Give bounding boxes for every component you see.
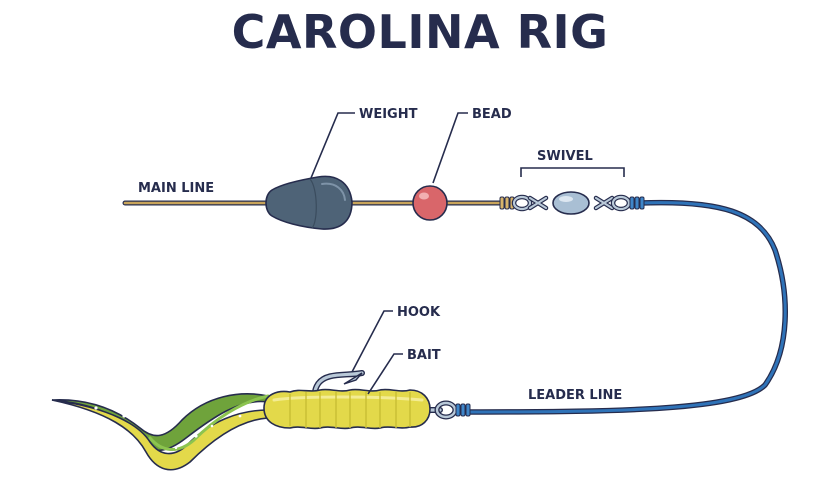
leader-line-label: LEADER LINE (528, 388, 622, 403)
leader-line (467, 199, 788, 415)
bead-label: BEAD (472, 107, 512, 122)
bead (412, 185, 448, 221)
weight (265, 175, 353, 230)
bead-callout (432, 112, 468, 184)
hook-eye (434, 400, 471, 420)
main-line-label: MAIN LINE (138, 181, 214, 196)
bait-label: BAIT (407, 348, 441, 363)
hook-label: HOOK (397, 305, 441, 320)
swivel-label: SWIVEL (537, 149, 593, 164)
bait-callout (367, 353, 403, 395)
weight-label: WEIGHT (359, 107, 418, 122)
weight-callout (310, 112, 355, 179)
swivel-bracket (520, 167, 625, 177)
swivel (499, 191, 645, 215)
diagram-title: CAROLINA RIG (231, 5, 609, 59)
bait-body (263, 388, 431, 430)
bait-tail (51, 393, 270, 471)
hook-callout (351, 310, 393, 373)
